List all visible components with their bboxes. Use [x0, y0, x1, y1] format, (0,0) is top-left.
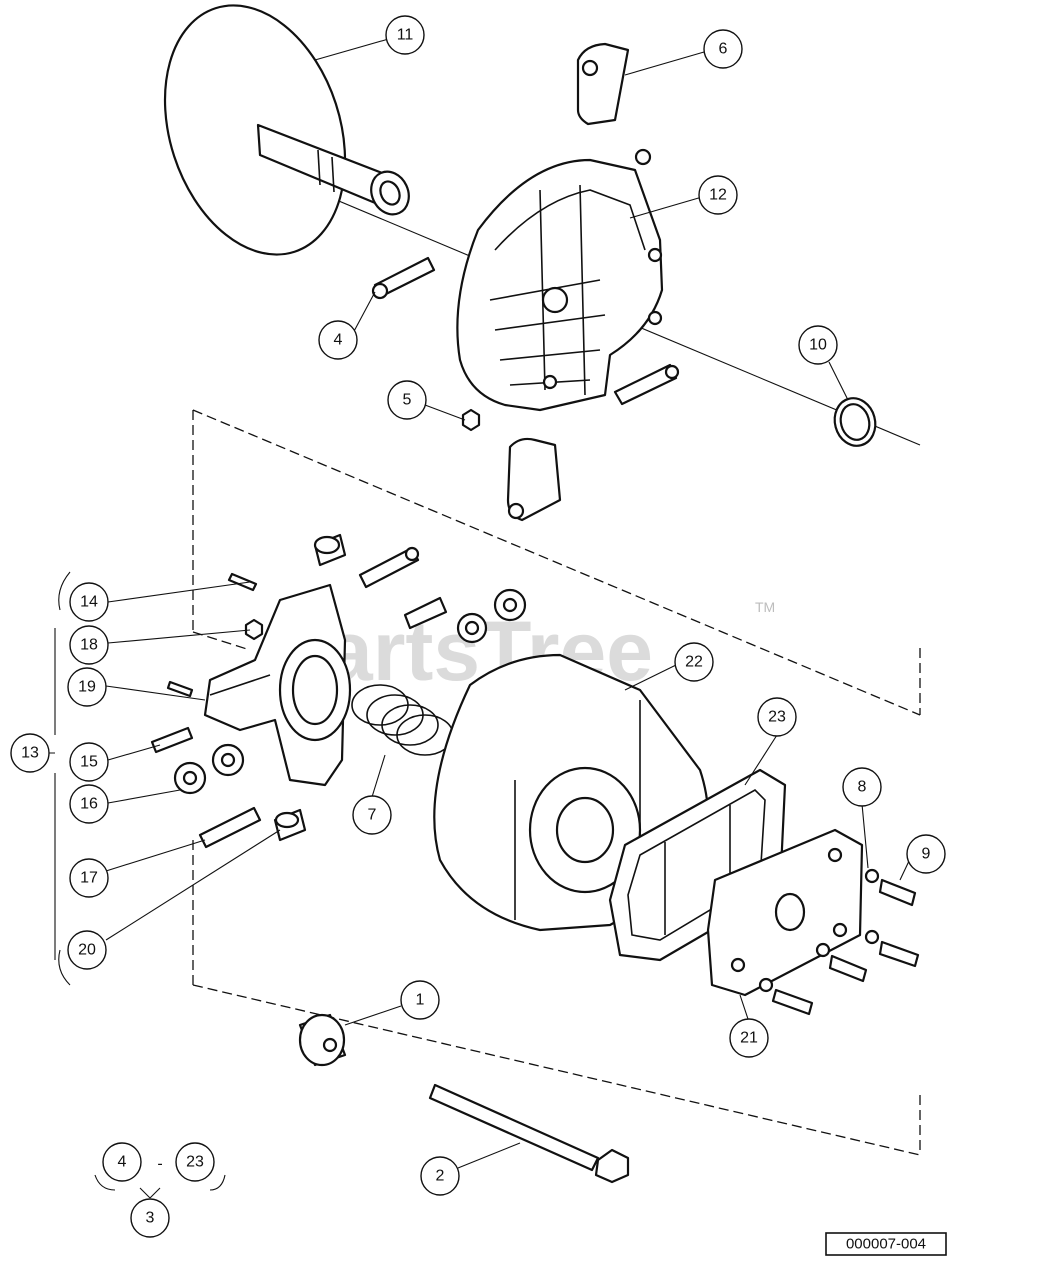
svg-text:6: 6 — [719, 41, 728, 58]
roller-16 — [173, 761, 207, 795]
watermark-trademark: TM — [755, 599, 775, 615]
movable-sheave-part — [456, 148, 664, 412]
callout-22: 22 — [674, 642, 714, 682]
callout-14: 14 — [69, 582, 109, 622]
svg-text:4: 4 — [334, 332, 343, 349]
bolt-part-2 — [428, 1083, 630, 1184]
svg-text:14: 14 — [80, 594, 98, 611]
screw-part-4 — [371, 256, 436, 300]
callout-8: 8 — [842, 767, 882, 807]
svg-text:12: 12 — [709, 187, 727, 204]
nut-18 — [244, 618, 264, 641]
roller-upper — [493, 588, 527, 622]
callout-7: 7 — [352, 795, 392, 835]
screw-part-lower — [613, 363, 680, 406]
exploded-view-frame — [192, 409, 921, 1156]
screw-top-13 — [358, 546, 420, 589]
callout-21: 21 — [729, 1018, 769, 1058]
svg-text:13: 13 — [21, 745, 39, 762]
range-note: 4 - 23 — [102, 1142, 215, 1182]
callout-3: 3 — [130, 1198, 170, 1238]
svg-text:3: 3 — [146, 1210, 155, 1227]
spacer-part-1 — [298, 1013, 347, 1067]
svg-text:7: 7 — [368, 807, 377, 824]
nut-part-5 — [461, 408, 481, 432]
svg-text:17: 17 — [80, 870, 98, 887]
callout-6: 6 — [703, 29, 743, 69]
diagram-code-box: 000007-004 — [825, 1232, 947, 1256]
weight-part-top — [576, 42, 630, 126]
svg-text:16: 16 — [80, 796, 98, 813]
bushing-top — [313, 533, 347, 567]
washer-screw-8-9 — [758, 868, 920, 1016]
bushing-mid — [403, 596, 448, 630]
washer-16 — [211, 743, 245, 777]
callout-16: 16 — [69, 784, 109, 824]
bushing-20 — [273, 808, 307, 842]
callout-23: 23 — [757, 697, 797, 737]
svg-text:8: 8 — [858, 779, 867, 796]
svg-text:20: 20 — [78, 942, 96, 959]
callout-2: 2 — [420, 1156, 460, 1196]
svg-text:2: 2 — [436, 1168, 445, 1185]
svg-text:11: 11 — [397, 27, 414, 44]
callout-1: 1 — [400, 980, 440, 1020]
assembly-13-bracket — [37, 571, 71, 986]
range-note-separator: - — [157, 1156, 162, 1173]
range-note-bracket — [94, 1174, 226, 1199]
svg-text:1: 1 — [416, 992, 425, 1009]
roller-mid — [456, 612, 488, 644]
svg-text:15: 15 — [80, 754, 98, 771]
callout-15: 15 — [69, 742, 109, 782]
svg-text:21: 21 — [740, 1030, 758, 1047]
diagram-code: 000007-004 — [846, 1236, 926, 1253]
leader-lines — [105, 37, 910, 1169]
callout-12: 12 — [698, 175, 738, 215]
svg-text:19: 19 — [78, 679, 96, 696]
svg-text:22: 22 — [685, 654, 703, 671]
range-note-to: 23 — [186, 1154, 204, 1171]
callout-17: 17 — [69, 858, 109, 898]
callout-5: 5 — [387, 380, 427, 420]
callout-19: 19 — [67, 667, 107, 707]
range-note-from: 4 — [118, 1154, 127, 1171]
callout-10: 10 — [798, 325, 838, 365]
callout-18: 18 — [69, 625, 109, 665]
svg-text:9: 9 — [922, 846, 931, 863]
callout-13: 13 — [10, 733, 50, 773]
pin-15 — [150, 726, 194, 754]
svg-text:5: 5 — [403, 392, 412, 409]
pin-14 — [227, 572, 258, 592]
svg-text:10: 10 — [809, 337, 827, 354]
callout-9: 9 — [906, 834, 946, 874]
callout-11: 11 — [385, 15, 425, 55]
spider-part-19 — [203, 583, 352, 787]
fixed-sheave-part — [163, 4, 410, 256]
svg-text:18: 18 — [80, 637, 98, 654]
callout-4: 4 — [318, 320, 358, 360]
ring-part-10 — [833, 397, 877, 447]
weight-part-middle — [506, 437, 562, 522]
spring-part-7 — [351, 684, 454, 756]
svg-text:23: 23 — [768, 709, 786, 726]
screw-17 — [198, 806, 262, 849]
callout-20: 20 — [67, 930, 107, 970]
pin-19 — [166, 680, 194, 698]
